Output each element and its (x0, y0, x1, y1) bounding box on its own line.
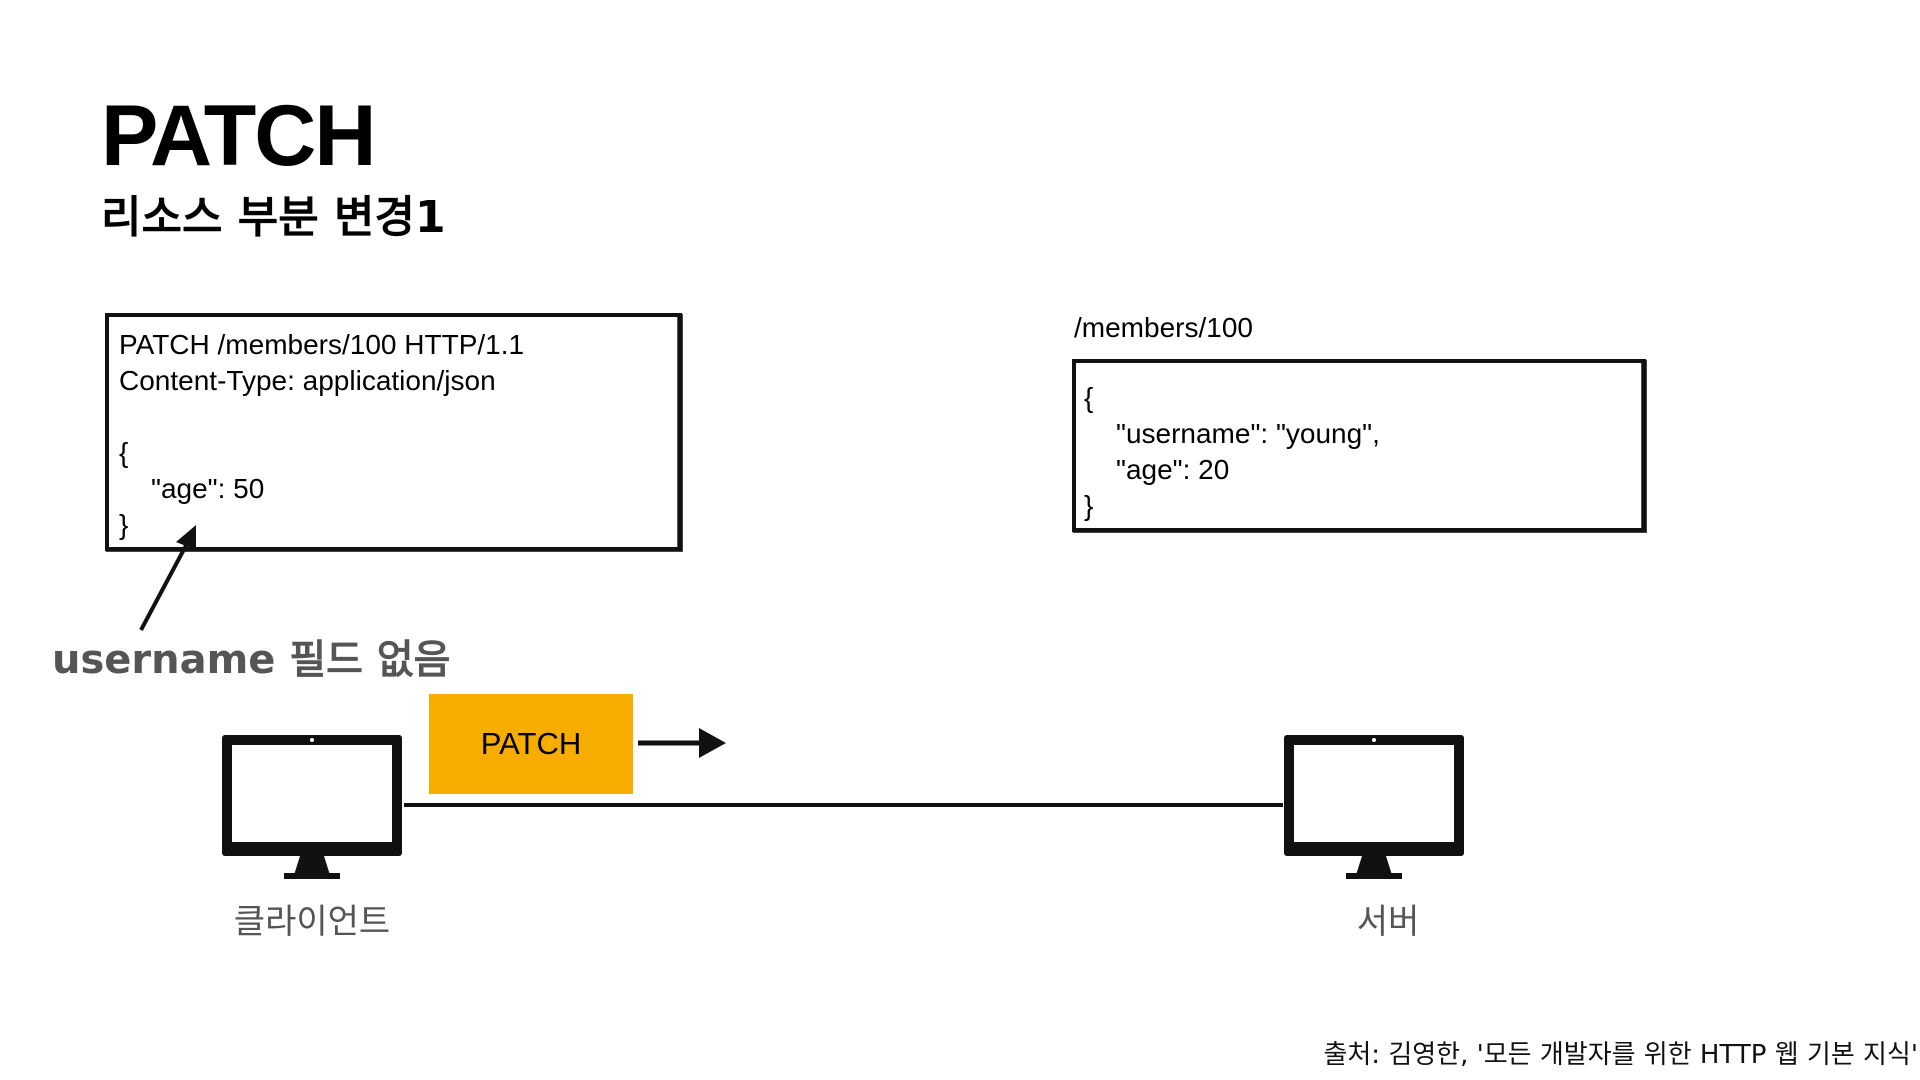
request-direction-arrow (638, 728, 726, 758)
request-body-age: "age": 50 (151, 473, 265, 504)
resource-data-box: { "username": "young", "age": 20 } (1072, 359, 1646, 532)
annotation-arrow (139, 525, 196, 631)
request-header-content-type: Content-Type: application/json (119, 365, 496, 396)
request-body-close-brace: } (119, 509, 129, 540)
slide-subtitle: 리소스 부분 변경1 (101, 192, 446, 243)
source-credit: 출처: 김영한, '모든 개발자를 위한 HTTP 웹 기본 지식' (1323, 1040, 1918, 1070)
request-line: PATCH /members/100 HTTP/1.1 (119, 329, 525, 360)
missing-field-annotation: username 필드 없음 (52, 637, 451, 683)
client-label: 클라이언트 (233, 902, 391, 942)
resource-close-brace: } (1084, 490, 1094, 521)
server-label: 서버 (1356, 902, 1420, 942)
patch-method-label: PATCH (480, 726, 582, 761)
request-body-open-brace: { (119, 437, 129, 468)
slide-title: PATCH (101, 88, 376, 184)
client-monitor-icon (222, 735, 402, 879)
request-message-box: PATCH /members/100 HTTP/1.1 Content-Type… (105, 313, 682, 551)
patch-method-tag: PATCH (429, 694, 633, 794)
resource-path: /members/100 (1074, 312, 1253, 343)
server-monitor-icon (1284, 735, 1464, 879)
resource-open-brace: { (1084, 382, 1094, 413)
resource-age: "age": 20 (1116, 454, 1230, 485)
resource-username: "username": "young", (1116, 418, 1380, 449)
